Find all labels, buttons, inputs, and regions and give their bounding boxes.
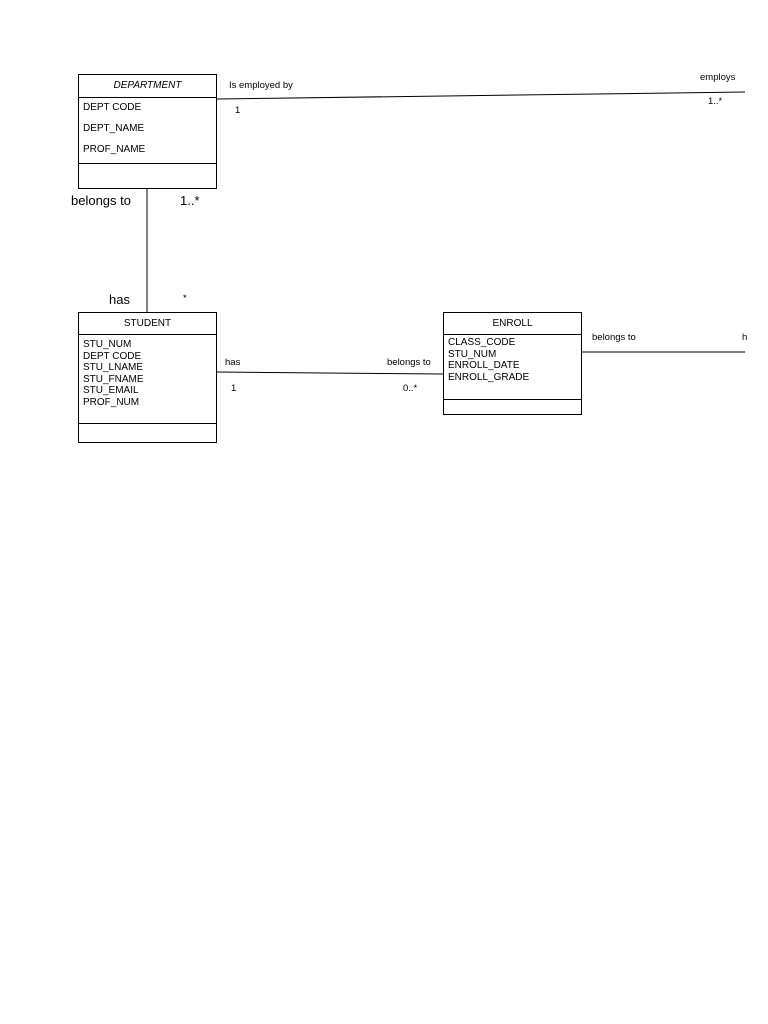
dept-student-top-role: belongs to — [71, 193, 131, 208]
enroll-attr: ENROLL_DATE — [448, 360, 520, 371]
enroll-title: ENROLL — [444, 313, 581, 335]
enroll-attributes: CLASS_CODE STU_NUM ENROLL_DATE ENROLL_GR… — [444, 335, 581, 400]
student-enroll-left-mult: 1 — [231, 383, 237, 394]
enroll-right-left-role: belongs to — [592, 332, 636, 343]
department-attr: PROF_NAME — [83, 144, 146, 155]
enroll-attr: CLASS_CODE — [448, 337, 516, 348]
student-attributes: STU_NUM DEPT CODE STU_LNAME STU_FNAME ST… — [79, 335, 216, 424]
dept-prof-left-role: Is employed by — [229, 80, 293, 91]
student-attr: STU_FNAME — [83, 373, 144, 385]
student-attr: STU_NUM — [83, 339, 132, 350]
student-attr: DEPT CODE — [83, 350, 142, 362]
enroll-attr: ENROLL_GRADE — [448, 371, 530, 383]
student-entity[interactable]: STUDENT STU_NUM DEPT CODE STU_LNAME STU_… — [78, 312, 217, 443]
enroll-right-right-role: h — [742, 332, 748, 343]
student-attr: STU_EMAIL — [83, 385, 139, 396]
dept-prof-right-mult: 1..* — [708, 96, 723, 107]
department-title: DEPARTMENT — [79, 75, 216, 98]
enroll-entity[interactable]: ENROLL CLASS_CODE STU_NUM ENROLL_DATE EN… — [443, 312, 582, 415]
dept-student-top-mult: 1..* — [180, 193, 200, 208]
department-attr: DEPT CODE — [83, 102, 142, 113]
department-entity[interactable]: DEPARTMENT DEPT CODE DEPT_NAME PROF_NAME — [78, 74, 217, 189]
dept-student-bottom-mult: * — [183, 293, 187, 304]
student-enroll-right-mult: 0..* — [403, 383, 418, 394]
enroll-attr: STU_NUM — [448, 348, 497, 360]
dept-professor-line — [216, 91, 746, 100]
dept-prof-right-role: employs — [700, 72, 736, 83]
student-enroll-line — [216, 371, 444, 375]
student-attr: PROF_NUM — [83, 396, 140, 408]
dept-student-bottom-role: has — [109, 292, 130, 307]
department-attr: DEPT_NAME — [83, 123, 145, 134]
department-attributes: DEPT CODE DEPT_NAME PROF_NAME — [79, 98, 216, 164]
student-attr: STU_LNAME — [83, 362, 144, 373]
dept-prof-left-mult: 1 — [235, 105, 241, 116]
student-enroll-right-role: belongs to — [387, 357, 431, 368]
student-enroll-left-role: has — [225, 357, 241, 368]
student-title: STUDENT — [79, 313, 216, 335]
